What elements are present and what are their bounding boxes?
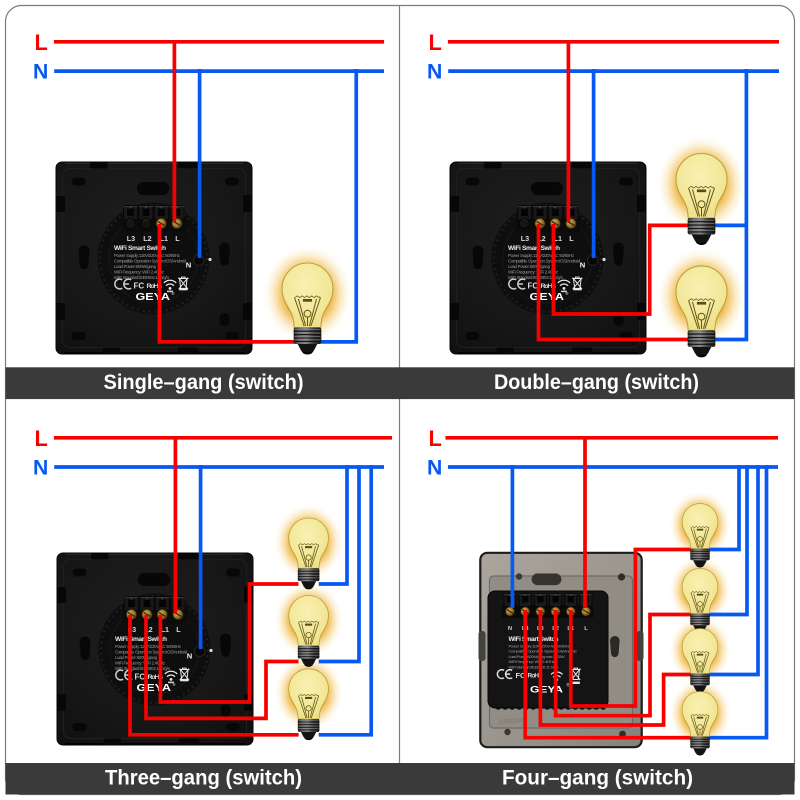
svg-text:N: N (427, 456, 442, 479)
svg-text:L: L (35, 30, 48, 55)
svg-text:Three–gang (switch): Three–gang (switch) (105, 766, 302, 790)
svg-text:L: L (429, 30, 442, 55)
svg-text:N: N (33, 60, 48, 83)
svg-text:Four–gang (switch): Four–gang (switch) (502, 766, 693, 790)
svg-text:N: N (427, 60, 442, 83)
svg-text:Double–gang (switch): Double–gang (switch) (494, 370, 699, 394)
svg-text:N: N (33, 456, 48, 479)
svg-text:L: L (429, 426, 442, 451)
svg-text:Single–gang (switch): Single–gang (switch) (104, 370, 304, 394)
svg-text:L: L (35, 426, 48, 451)
